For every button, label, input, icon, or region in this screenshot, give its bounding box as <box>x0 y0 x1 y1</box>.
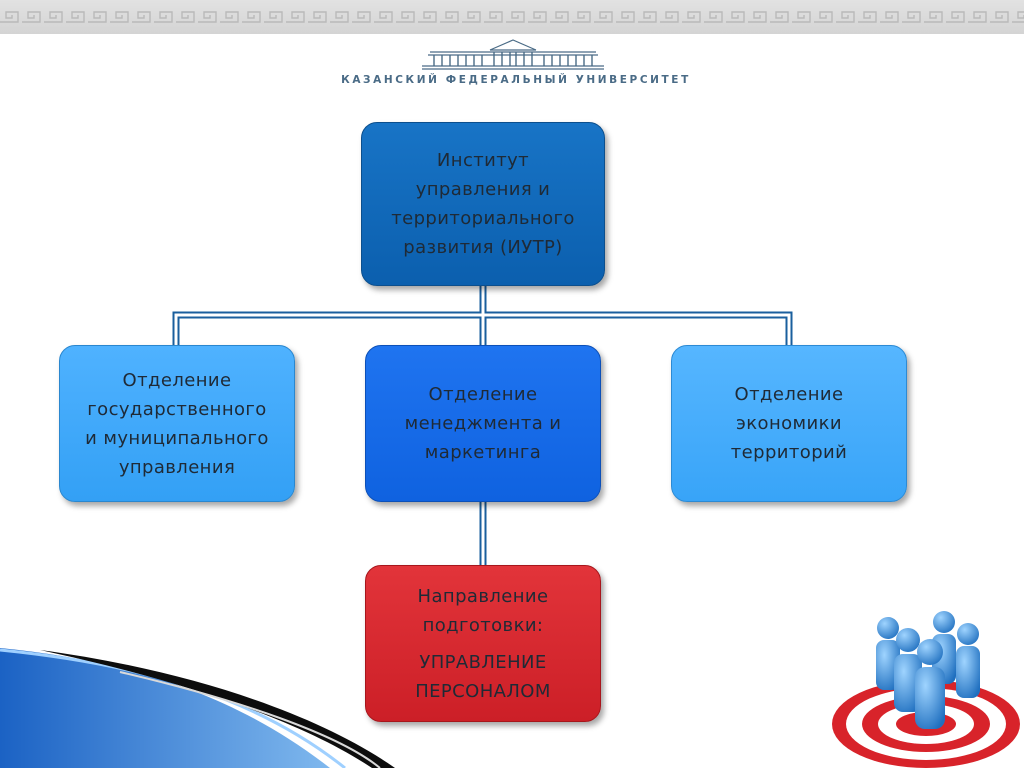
institute-box: Институт управления и территориального р… <box>361 122 605 286</box>
dept-state-municipal-box: Отделение государственного и муниципальн… <box>59 345 295 502</box>
training-direction-box: Направление подготовки: УПРАВЛЕНИЕ ПЕРСО… <box>365 565 601 722</box>
direction-heading: Направление подготовки: <box>418 582 549 640</box>
dept-management-marketing-box: Отделение менеджмента и маркетинга <box>365 345 601 502</box>
university-name: КАЗАНСКИЙ ФЕДЕРАЛЬНЫЙ УНИВЕРСИТЕТ <box>341 74 691 86</box>
dept-left-line-4: управления <box>118 456 236 478</box>
direction-line-3: УПРАВЛЕНИЕ <box>419 651 547 673</box>
university-building-icon <box>422 39 604 70</box>
dept-mid-line-2: менеджмента и <box>404 413 562 434</box>
dept-right-line-1: Отделение <box>734 384 844 405</box>
dept-mid-line-3: маркетинга <box>424 442 542 463</box>
dept-right-line-2: экономики <box>736 413 842 434</box>
dept-territory-economics-box: Отделение экономики территорий <box>671 345 907 502</box>
dept-mid-line-1: Отделение <box>428 384 538 405</box>
direction-line-2: подготовки: <box>422 614 544 636</box>
institute-line-2: управления и <box>415 179 551 200</box>
institute-line-1: Институт <box>436 150 530 171</box>
greek-key-border <box>0 10 1024 24</box>
direction-line-4: ПЕРСОНАЛОМ <box>415 680 551 702</box>
institute-line-4: развития (ИУТР) <box>403 237 563 258</box>
dept-left-line-3: и муниципального <box>85 427 269 449</box>
institute-line-3: территориального <box>391 208 575 229</box>
direction-line-1: Направление <box>417 585 549 607</box>
dept-left-line-1: Отделение <box>122 369 232 391</box>
team-on-target-icon <box>832 611 1020 768</box>
dept-left-line-2: государственного <box>87 398 267 420</box>
dept-right-line-3: территорий <box>730 442 848 463</box>
university-logo: КАЗАНСКИЙ ФЕДЕРАЛЬНЫЙ УНИВЕРСИТЕТ <box>336 36 696 92</box>
